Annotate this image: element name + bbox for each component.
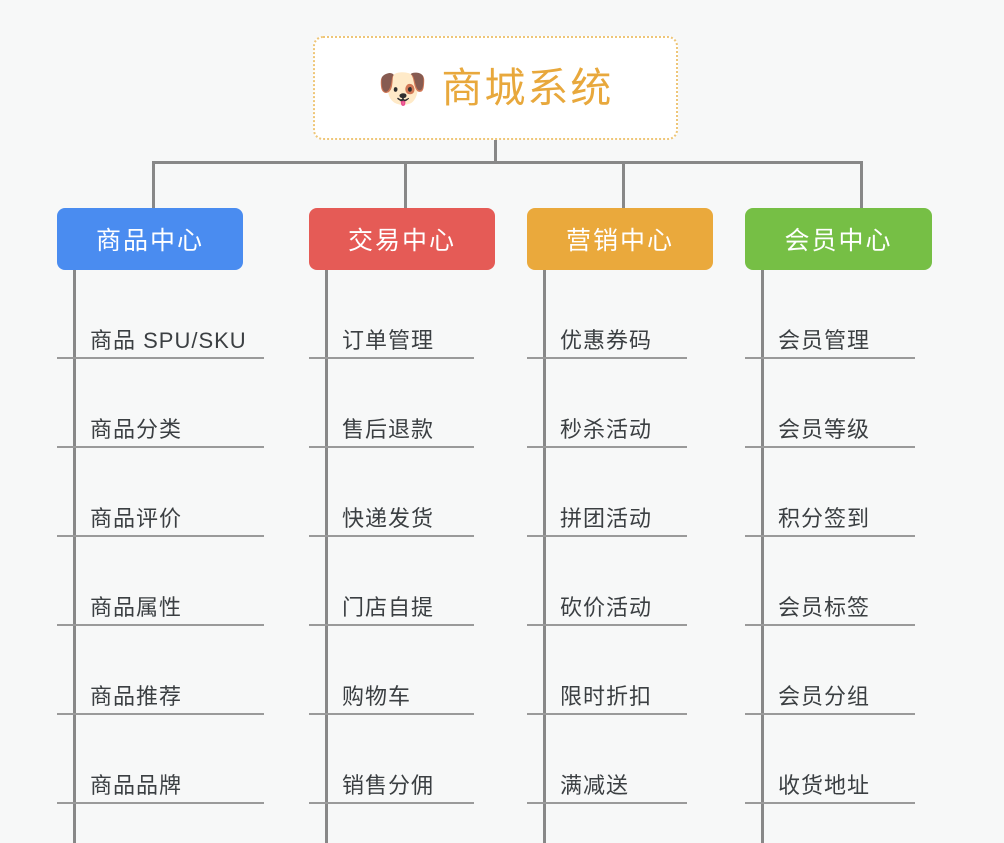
list-item[interactable]: 秒杀活动 bbox=[527, 359, 687, 448]
leaf-label: 会员等级 bbox=[778, 416, 871, 442]
list-item[interactable]: 售后退款 bbox=[309, 359, 474, 448]
leaf-label: 商品分类 bbox=[90, 416, 183, 442]
leaf-label: 优惠券码 bbox=[560, 327, 653, 353]
category-label: 商品中心 bbox=[95, 227, 204, 255]
list-item[interactable]: 满减送 bbox=[527, 715, 687, 804]
list-item[interactable]: 商品分类 bbox=[57, 359, 264, 448]
leaf-list-1: 订单管理 售后退款 快递发货 门店自提 购物车 销售分佣 bbox=[309, 270, 474, 804]
leaf-label: 商品品牌 bbox=[90, 772, 183, 798]
branch-spine-1 bbox=[325, 270, 328, 843]
list-item[interactable]: 商品 SPU/SKU bbox=[57, 270, 264, 359]
list-item[interactable]: 商品属性 bbox=[57, 537, 264, 626]
connector-drop-2 bbox=[622, 161, 625, 208]
connector-root-vertical bbox=[494, 140, 497, 163]
list-item[interactable]: 订单管理 bbox=[309, 270, 474, 359]
leaf-label: 满减送 bbox=[560, 772, 630, 798]
leaf-label: 订单管理 bbox=[342, 327, 435, 353]
list-item[interactable]: 拼团活动 bbox=[527, 448, 687, 537]
list-item[interactable]: 销售分佣 bbox=[309, 715, 474, 804]
connector-drop-0 bbox=[152, 161, 155, 208]
list-item[interactable]: 商品品牌 bbox=[57, 715, 264, 804]
list-item[interactable]: 积分签到 bbox=[745, 448, 915, 537]
branch-spine-3 bbox=[761, 270, 764, 843]
leaf-label: 销售分佣 bbox=[342, 772, 435, 798]
leaf-label: 砍价活动 bbox=[560, 594, 653, 620]
list-item[interactable]: 商品评价 bbox=[57, 448, 264, 537]
category-label: 营销中心 bbox=[565, 227, 674, 255]
list-item[interactable]: 收货地址 bbox=[745, 715, 915, 804]
root-node-mall-system[interactable]: 🐶 商城系统 bbox=[313, 36, 678, 140]
list-item[interactable]: 砍价活动 bbox=[527, 537, 687, 626]
connector-drop-3 bbox=[860, 161, 863, 208]
leaf-label: 会员标签 bbox=[778, 594, 871, 620]
leaf-list-0: 商品 SPU/SKU 商品分类 商品评价 商品属性 商品推荐 商品品牌 bbox=[57, 270, 264, 804]
leaf-list-3: 会员管理 会员等级 积分签到 会员标签 会员分组 收货地址 bbox=[745, 270, 915, 804]
leaf-list-2: 优惠券码 秒杀活动 拼团活动 砍价活动 限时折扣 满减送 bbox=[527, 270, 687, 804]
list-item[interactable]: 会员等级 bbox=[745, 359, 915, 448]
list-item[interactable]: 会员分组 bbox=[745, 626, 915, 715]
connector-drop-1 bbox=[404, 161, 407, 208]
leaf-label: 商品评价 bbox=[90, 505, 183, 531]
leaf-label: 拼团活动 bbox=[560, 505, 653, 531]
leaf-label: 商品 SPU/SKU bbox=[90, 327, 247, 353]
leaf-label: 限时折扣 bbox=[560, 683, 653, 709]
branch-spine-2 bbox=[543, 270, 546, 843]
category-label: 会员中心 bbox=[784, 227, 893, 255]
category-header-product-center[interactable]: 商品中心 bbox=[57, 208, 243, 270]
leaf-label: 会员分组 bbox=[778, 683, 871, 709]
leaf-label: 门店自提 bbox=[342, 594, 435, 620]
leaf-label: 购物车 bbox=[342, 683, 412, 709]
category-header-member-center[interactable]: 会员中心 bbox=[745, 208, 932, 270]
list-item[interactable]: 购物车 bbox=[309, 626, 474, 715]
leaf-label: 商品推荐 bbox=[90, 683, 183, 709]
list-item[interactable]: 会员标签 bbox=[745, 537, 915, 626]
category-label: 交易中心 bbox=[347, 227, 456, 255]
branch-spine-0 bbox=[73, 270, 76, 843]
leaf-label: 售后退款 bbox=[342, 416, 435, 442]
leaf-label: 收货地址 bbox=[778, 772, 871, 798]
list-item[interactable]: 优惠券码 bbox=[527, 270, 687, 359]
leaf-label: 积分签到 bbox=[778, 505, 871, 531]
leaf-label: 快递发货 bbox=[342, 505, 435, 531]
list-item[interactable]: 快递发货 bbox=[309, 448, 474, 537]
list-item[interactable]: 会员管理 bbox=[745, 270, 915, 359]
leaf-label: 商品属性 bbox=[90, 594, 183, 620]
category-header-trade-center[interactable]: 交易中心 bbox=[309, 208, 495, 270]
list-item[interactable]: 门店自提 bbox=[309, 537, 474, 626]
leaf-label: 秒杀活动 bbox=[560, 416, 653, 442]
root-node-title: 商城系统 bbox=[441, 64, 614, 111]
connector-horizontal-bus bbox=[152, 161, 863, 164]
list-item[interactable]: 限时折扣 bbox=[527, 626, 687, 715]
shiba-dog-face-icon: 🐶 bbox=[377, 67, 428, 111]
leaf-label: 会员管理 bbox=[778, 327, 871, 353]
list-item[interactable]: 商品推荐 bbox=[57, 626, 264, 715]
category-header-marketing-center[interactable]: 营销中心 bbox=[527, 208, 713, 270]
